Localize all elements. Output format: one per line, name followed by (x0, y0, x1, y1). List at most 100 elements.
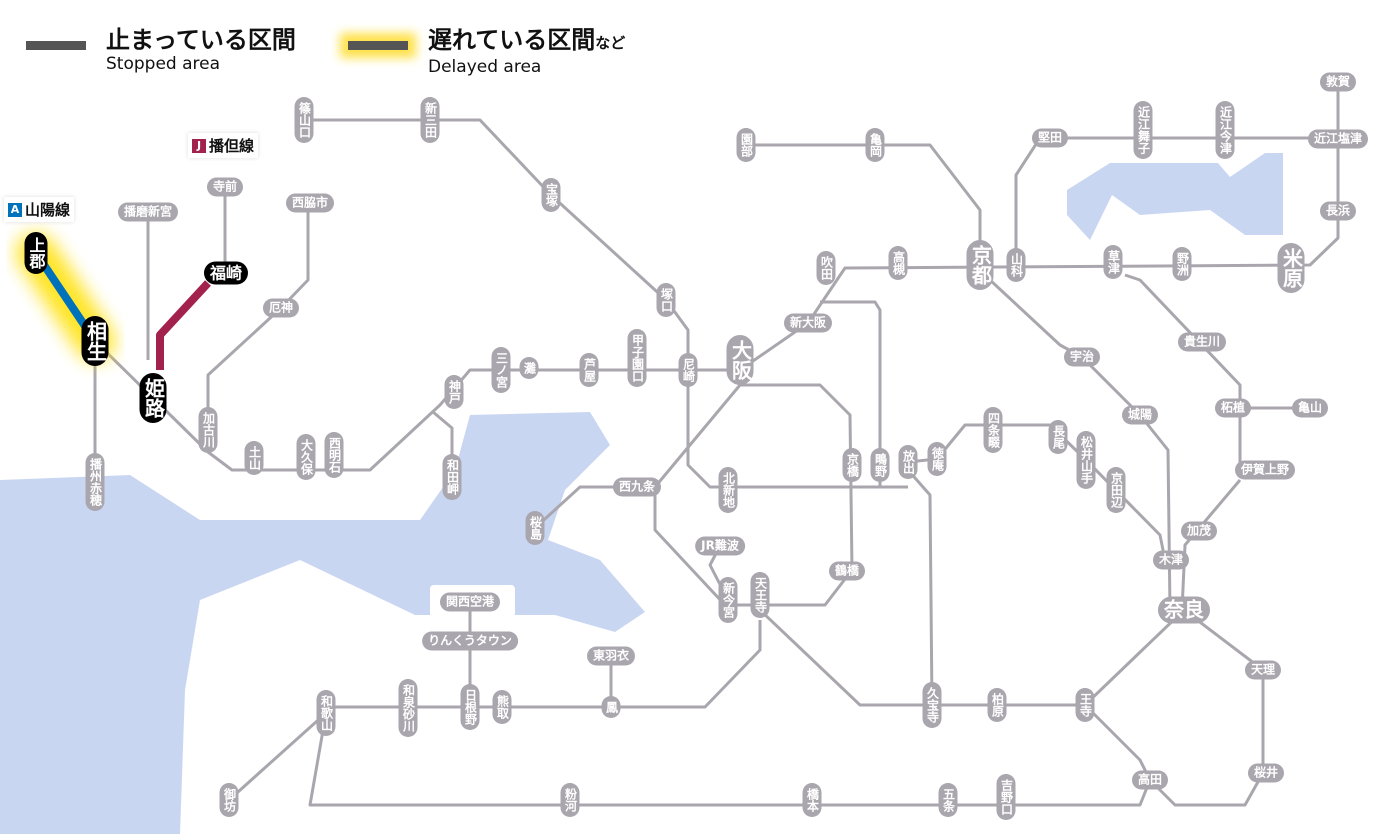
station-sasayamaguchi[interactable]: 篠山口 (294, 97, 314, 143)
station-yasu[interactable]: 野洲 (1172, 247, 1192, 281)
station-nishiakashi[interactable]: 西明石 (324, 432, 344, 478)
bantan-line-name: 播但線 (209, 137, 255, 155)
water-area (0, 412, 645, 834)
station-izumisunagawa[interactable]: 和泉砂川 (398, 679, 418, 737)
station-kamigori[interactable]: 上郡 (24, 232, 48, 274)
station-nishiwakishi[interactable]: 西脇市 (285, 193, 335, 213)
station-kakogawa[interactable]: 加古川 (198, 407, 218, 453)
station-kizu[interactable]: 木津 (1152, 550, 1190, 570)
station-amagasaki[interactable]: 尼崎 (678, 353, 698, 387)
station-takatsuki[interactable]: 高槻 (888, 246, 908, 280)
station-ashiya[interactable]: 芦屋 (579, 353, 599, 387)
station-yakujin[interactable]: 厄神 (262, 298, 300, 318)
station-kyuhoji[interactable]: 久宝寺 (922, 682, 942, 728)
station-shinosaka[interactable]: 新大阪 (783, 313, 833, 333)
legend-delayed-jp: 遅れている区間など (428, 26, 625, 57)
station-himeji[interactable]: 姫路 (139, 373, 167, 423)
station-kumatori[interactable]: 熊取 (492, 690, 512, 724)
station-harimashingu[interactable]: 播磨新宮 (117, 202, 179, 222)
station-hashimoto[interactable]: 橋本 (802, 783, 822, 817)
station-banshuako[interactable]: 播州赤穂 (85, 453, 105, 511)
station-maibara[interactable]: 米原 (1277, 243, 1305, 293)
station-katata[interactable]: 堅田 (1031, 128, 1069, 148)
station-yamashina[interactable]: 山科 (1006, 248, 1026, 282)
stopped-section-bantan[interactable] (156, 280, 211, 370)
station-hineno[interactable]: 日根野 (460, 684, 480, 730)
line-label-sanyo[interactable]: A 山陽線 (4, 197, 75, 222)
station-rinkutown[interactable]: りんくうタウン (422, 631, 518, 651)
station-tsuruhashi[interactable]: 鶴橋 (828, 561, 866, 581)
station-otori[interactable]: 鳳 (601, 696, 621, 718)
station-tennoji[interactable]: 天王寺 (750, 572, 770, 618)
station-tsukaguchi[interactable]: 塚口 (656, 283, 676, 317)
station-sakurai[interactable]: 桜井 (1247, 763, 1285, 783)
rail-line (304, 118, 690, 370)
station-aioi[interactable]: 相生 (81, 316, 109, 366)
legend-delayed: 遅れている区間など Delayed area (348, 26, 625, 77)
rail-line (686, 370, 908, 489)
station-suita[interactable]: 吹田 (816, 251, 836, 285)
station-tsuge[interactable]: 柘植 (1214, 398, 1252, 418)
station-nagahama[interactable]: 長浜 (1319, 201, 1357, 221)
station-osaka[interactable]: 大阪 (726, 335, 754, 385)
station-sannomiya[interactable]: 三ノ宮 (491, 347, 511, 393)
station-sakurajima[interactable]: 桜島 (525, 511, 545, 545)
legend-stopped: 止まっている区間 Stopped area (26, 26, 296, 74)
water-area (0, 770, 20, 834)
station-kobe[interactable]: 神戸 (444, 375, 464, 409)
station-shigino[interactable]: 鴫野 (870, 448, 890, 482)
station-kokawa[interactable]: 粉河 (560, 783, 580, 817)
station-kameyama[interactable]: 亀山 (1291, 398, 1329, 418)
line-label-bantan[interactable]: J 播但線 (188, 133, 259, 158)
station-kansaiairport[interactable]: 関西空港 (439, 592, 501, 612)
station-joyo[interactable]: 城陽 (1121, 405, 1159, 425)
rail-line (906, 469, 934, 706)
rail-line (227, 711, 328, 802)
station-nada[interactable]: 灘 (519, 357, 539, 379)
station-kameoka[interactable]: 亀岡 (865, 128, 885, 162)
station-kyotanabe[interactable]: 京田辺 (1106, 467, 1126, 513)
station-omiimazu[interactable]: 近江今津 (1215, 101, 1235, 159)
station-tsuruga[interactable]: 敦賀 (1319, 72, 1357, 92)
rail-line (1014, 136, 1338, 265)
station-matsuiyamate[interactable]: 松井山手 (1076, 431, 1096, 489)
station-kusatsu[interactable]: 草津 (1103, 245, 1123, 279)
station-takarazuka[interactable]: 宝塚 (541, 178, 561, 212)
rail-line (746, 143, 982, 265)
station-wadamisaki[interactable]: 和田岬 (442, 454, 462, 500)
station-kamo[interactable]: 加茂 (1180, 521, 1218, 541)
station-gobo[interactable]: 御坊 (219, 783, 239, 817)
station-omishiotsu[interactable]: 近江塩津 (1307, 129, 1369, 149)
station-teramae[interactable]: 寺前 (206, 177, 244, 197)
station-shinsanda[interactable]: 新三田 (420, 97, 440, 143)
station-higashihagoromo[interactable]: 東羽衣 (586, 646, 636, 666)
station-wakayama[interactable]: 和歌山 (316, 690, 336, 736)
station-tsuchiyama[interactable]: 土山 (244, 441, 264, 475)
station-jrnamba[interactable]: JR難波 (695, 536, 745, 556)
station-fukusaki[interactable]: 福崎 (203, 261, 249, 285)
station-kitashinchi[interactable]: 北新地 (718, 467, 738, 513)
station-nagao[interactable]: 長尾 (1048, 420, 1068, 454)
station-okubo[interactable]: 大久保 (296, 434, 316, 480)
station-igaueno[interactable]: 伊賀上野 (1234, 460, 1296, 480)
station-kibukawa[interactable]: 貴生川 (1177, 332, 1227, 352)
station-nishikujo[interactable]: 西九条 (612, 477, 662, 497)
station-sonobe[interactable]: 園部 (736, 128, 756, 162)
sanyo-line-name: 山陽線 (25, 201, 71, 219)
station-shinimamiya[interactable]: 新今宮 (718, 577, 738, 623)
station-nara[interactable]: 奈良 (1158, 596, 1210, 624)
station-shijonawate[interactable]: 四条畷 (983, 407, 1003, 453)
station-kyobashi[interactable]: 京橋 (842, 448, 862, 482)
station-tenri[interactable]: 天理 (1244, 660, 1282, 680)
station-yoshinoguchi[interactable]: 吉野口 (996, 774, 1016, 820)
station-kyoto[interactable]: 京都 (966, 240, 994, 290)
station-omimaiko[interactable]: 近江舞子 (1133, 101, 1153, 159)
station-kashiwara[interactable]: 柏原 (987, 688, 1007, 722)
station-uji[interactable]: 宇治 (1063, 347, 1101, 367)
station-gojo[interactable]: 五条 (938, 783, 958, 817)
station-oji[interactable]: 王寺 (1075, 688, 1095, 722)
station-tokuan[interactable]: 徳庵 (927, 442, 947, 476)
station-takada[interactable]: 高田 (1131, 770, 1169, 790)
station-hanaten[interactable]: 放出 (898, 445, 918, 479)
station-koshienguchi[interactable]: 甲子園口 (627, 329, 647, 387)
